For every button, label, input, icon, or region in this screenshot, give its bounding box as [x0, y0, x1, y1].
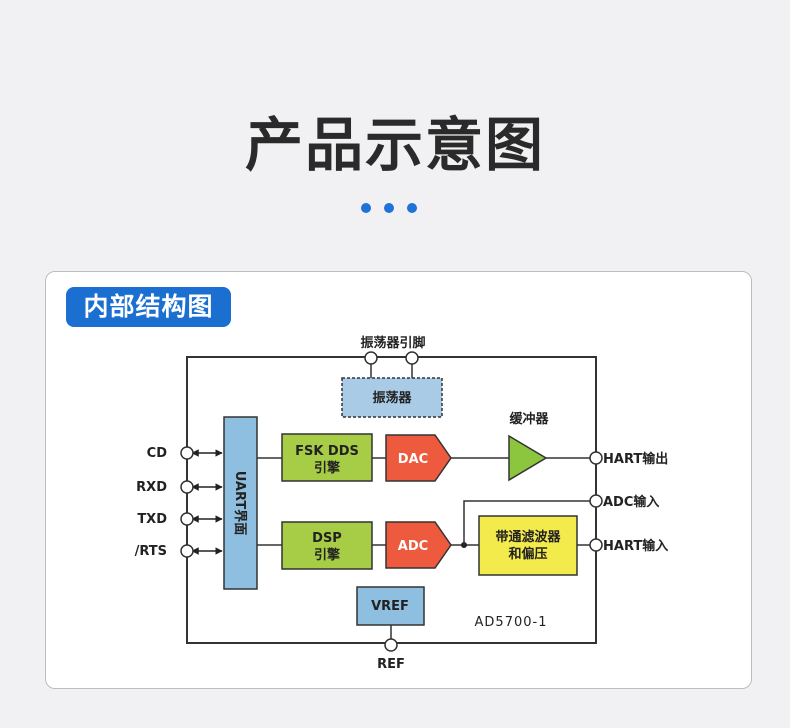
pin-rxd — [180, 480, 194, 494]
pin-txd — [180, 512, 194, 526]
adc-label: ADC — [398, 539, 428, 554]
dac-label: DAC — [398, 452, 428, 467]
dot — [407, 203, 417, 213]
fsk-label-line1: FSK DDS — [295, 444, 359, 459]
uart-label: UART界面 — [232, 471, 248, 536]
adc-block — [385, 521, 452, 569]
section-badge: 内部结构图 — [66, 287, 231, 327]
adc-in-label: ADC输入 — [603, 494, 659, 510]
oscillator-label: 振荡器 — [372, 390, 412, 406]
vref-label: VREF — [371, 599, 409, 614]
pin-adc-in — [589, 494, 603, 508]
pin-cd — [180, 446, 194, 460]
hart-in-label: HART输入 — [603, 538, 668, 554]
part-number-label: AD5700-1 — [475, 615, 548, 630]
buffer-triangle — [508, 434, 548, 482]
dac-block — [385, 434, 452, 482]
decorative-dots — [361, 203, 421, 215]
dot — [361, 203, 371, 213]
pin-rts — [180, 544, 194, 558]
pin-label-txd: TXD — [137, 512, 167, 527]
buffer-label: 缓冲器 — [509, 411, 549, 427]
pin-hart-in — [589, 538, 603, 552]
vref-block — [356, 586, 425, 626]
pin-hart-out — [589, 451, 603, 465]
pin-label-rts: /RTS — [135, 544, 167, 559]
oscillator-block — [341, 377, 443, 418]
dsp-label-line2: 引擎 — [314, 547, 340, 563]
page-title: 产品示意图 — [244, 111, 545, 179]
pin-label-rxd: RXD — [136, 480, 167, 495]
filter-label-line1: 带通滤波器 — [495, 529, 561, 545]
dot — [384, 203, 394, 213]
oscillator-pins-label: 振荡器引脚 — [360, 335, 425, 351]
pin-ref — [384, 638, 398, 652]
oscillator-pin — [405, 351, 419, 365]
hart-out-label: HART输出 — [603, 451, 668, 467]
fsk-label-line2: 引擎 — [314, 460, 340, 476]
pin-label-cd: CD — [147, 446, 168, 461]
filter-label-line2: 和偏压 — [508, 546, 547, 562]
ref-label: REF — [377, 657, 405, 672]
uart-block — [223, 416, 258, 590]
dsp-label-line1: DSP — [312, 531, 342, 546]
oscillator-pin — [364, 351, 378, 365]
bandpass-filter-block — [478, 515, 578, 576]
